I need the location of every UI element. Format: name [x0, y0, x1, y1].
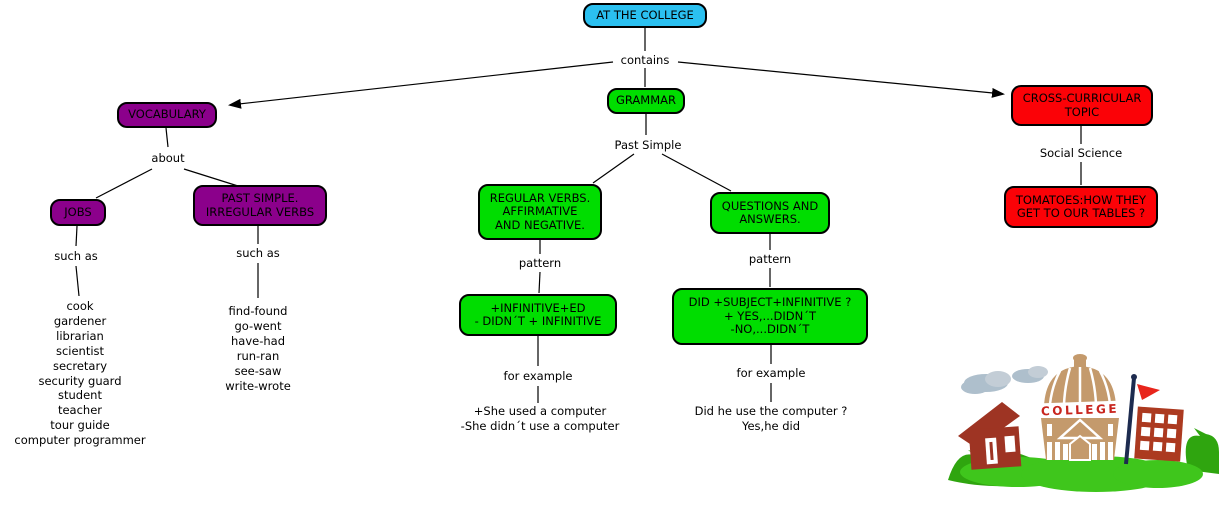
- node-tomatoes[interactable]: TOMATOES:HOW THEY GET TO OUR TABLES ?: [1004, 186, 1158, 228]
- link-label-pattern-questions[interactable]: pattern: [745, 252, 795, 266]
- link-label-about[interactable]: about: [148, 151, 188, 165]
- regular-examples-list[interactable]: +She used a computer -She didn´t use a c…: [460, 404, 620, 433]
- right-building-icon: [1134, 406, 1184, 462]
- link-label-for-example-regular[interactable]: for example: [500, 369, 576, 383]
- node-vocabulary[interactable]: VOCABULARY: [117, 102, 217, 128]
- node-regular-verbs[interactable]: REGULAR VERBS. AFFIRMATIVE AND NEGATIVE.: [478, 184, 602, 240]
- link-label-past-simple[interactable]: Past Simple: [611, 138, 685, 152]
- clouds-icon: [961, 366, 1048, 394]
- jobs-list[interactable]: cook gardener librarian scientist secret…: [14, 299, 146, 448]
- college-sign-text: COLLEGE: [1041, 402, 1119, 419]
- link-label-social-science[interactable]: Social Science: [1036, 146, 1126, 160]
- node-questions-pattern[interactable]: DID +SUBJECT+INFINITIVE ? + YES,...DIDN´…: [672, 288, 868, 345]
- college-clipart-image: COLLEGE: [948, 354, 1219, 492]
- flag-icon: [1124, 374, 1160, 465]
- dome-building-icon: COLLEGE: [1035, 354, 1125, 461]
- link-label-such-as-jobs[interactable]: such as: [51, 249, 101, 263]
- question-examples-list[interactable]: Did he use the computer ? Yes,he did: [694, 404, 848, 433]
- node-past-simple-irregular-verbs[interactable]: PAST SIMPLE. IRREGULAR VERBS: [193, 185, 327, 226]
- link-label-contains[interactable]: contains: [617, 53, 673, 67]
- link-label-such-as-verbs[interactable]: such as: [233, 246, 283, 260]
- node-at-the-college[interactable]: AT THE COLLEGE: [583, 3, 707, 28]
- link-label-pattern-regular[interactable]: pattern: [515, 256, 565, 270]
- node-regular-pattern[interactable]: +INFINITIVE+ED - DIDN´T + INFINITIVE: [459, 294, 617, 336]
- node-cross-curricular-topic[interactable]: CROSS-CURRICULAR TOPIC: [1011, 85, 1153, 126]
- link-label-for-example-questions[interactable]: for example: [733, 366, 809, 380]
- node-jobs[interactable]: JOBS: [50, 199, 106, 226]
- node-grammar[interactable]: GRAMMAR: [607, 88, 685, 114]
- node-questions-answers[interactable]: QUESTIONS AND ANSWERS.: [710, 192, 830, 234]
- irregular-verbs-list[interactable]: find-found go-went have-had run-ran see-…: [225, 304, 291, 393]
- left-building-icon: [958, 402, 1022, 470]
